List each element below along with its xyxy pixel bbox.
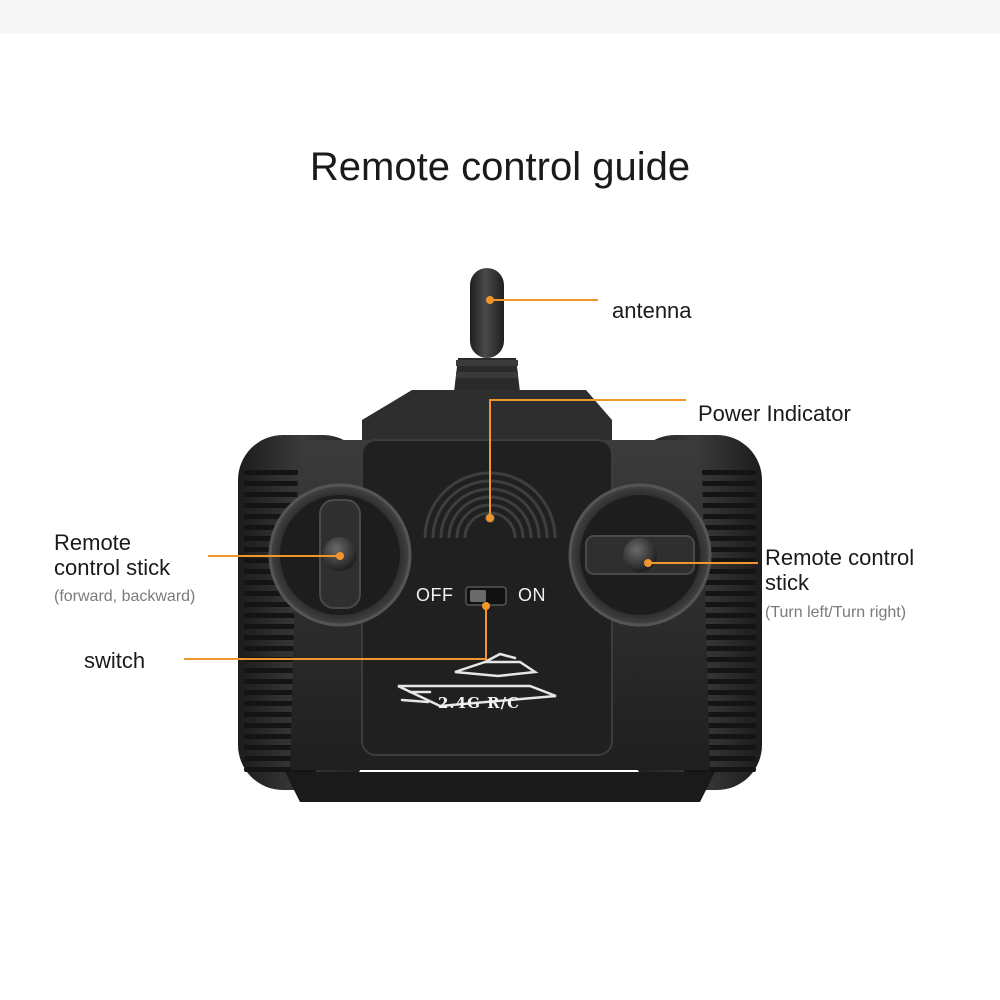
switch-leader: [184, 606, 487, 660]
leader-dot: [644, 559, 652, 567]
leader-dot: [336, 552, 344, 560]
switch-on-label: ON: [518, 585, 546, 605]
top-shoulder: [362, 390, 612, 445]
right-stick-label-line2: stick: [765, 570, 809, 595]
switch-off-label: OFF: [416, 585, 454, 605]
switch-label: switch: [84, 648, 146, 673]
antenna: [454, 268, 520, 392]
antenna-label: antenna: [612, 298, 692, 323]
leader-dot: [486, 296, 494, 304]
left-stick-label-line2: control stick: [54, 555, 171, 580]
leader-dot: [486, 514, 494, 522]
leader-lines: [184, 296, 758, 660]
boat-logo: [397, 652, 557, 708]
left-stick-note: (forward, backward): [54, 588, 196, 605]
left-stick-label-line1: Remote: [54, 530, 132, 555]
top-band: [0, 0, 1000, 34]
page-title: Remote control guide: [309, 145, 691, 189]
right-stick-note: (Turn left/Turn right): [765, 604, 907, 621]
leader-dot: [482, 602, 490, 610]
power-indicator-label: Power Indicator: [698, 401, 851, 426]
right-stick[interactable]: [568, 483, 712, 627]
device-base: [285, 772, 715, 802]
right-stick-label-line1: Remote control: [765, 545, 915, 570]
power-indicator-leader: [489, 399, 686, 518]
band-label: 2.4G R/C: [438, 694, 521, 712]
